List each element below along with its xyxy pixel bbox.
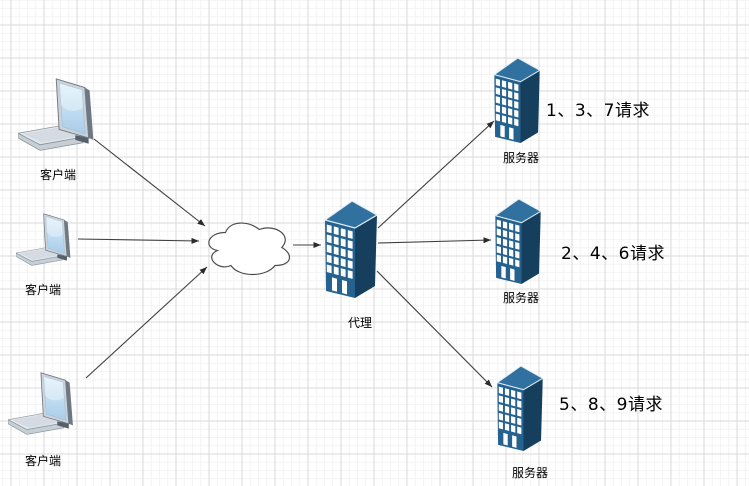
server-label-2: 服务器 <box>502 291 539 305</box>
office-building-icon <box>495 366 545 451</box>
server-label-1: 服务器 <box>502 151 539 165</box>
client-node-2[interactable] <box>16 213 78 271</box>
client-node-1[interactable] <box>18 78 104 158</box>
connector-client2-cloud[interactable] <box>77 237 200 244</box>
laptop-icon <box>16 213 78 271</box>
connector-client3-cloud[interactable] <box>85 266 208 379</box>
cloud-icon <box>203 217 293 278</box>
connector-proxy-server2[interactable] <box>377 237 492 244</box>
server-node-3[interactable] <box>495 366 545 451</box>
client-label-2: 客户端 <box>24 283 61 297</box>
connector-client1-cloud[interactable] <box>93 138 206 227</box>
laptop-icon <box>8 372 82 441</box>
laptop-icon <box>18 78 104 158</box>
proxy-label: 代理 <box>347 316 372 330</box>
client-label-1: 客户端 <box>39 168 76 182</box>
office-building-icon <box>493 199 543 284</box>
office-building-icon <box>325 201 377 298</box>
office-building-icon <box>492 58 542 143</box>
connector-proxy-server1[interactable] <box>377 120 495 229</box>
request-annotation-1[interactable]: 1、3、7请求 <box>546 101 650 121</box>
client-label-3: 客户端 <box>24 454 61 468</box>
server-node-2[interactable] <box>493 199 543 284</box>
request-annotation-2[interactable]: 2、4、6请求 <box>561 244 665 264</box>
proxy-node[interactable] <box>325 201 377 298</box>
client-node-3[interactable] <box>8 372 82 441</box>
server-label-3: 服务器 <box>511 466 548 480</box>
request-annotation-3[interactable]: 5、8、9请求 <box>559 395 663 415</box>
server-node-1[interactable] <box>492 58 542 143</box>
cloud-node[interactable] <box>203 217 293 278</box>
